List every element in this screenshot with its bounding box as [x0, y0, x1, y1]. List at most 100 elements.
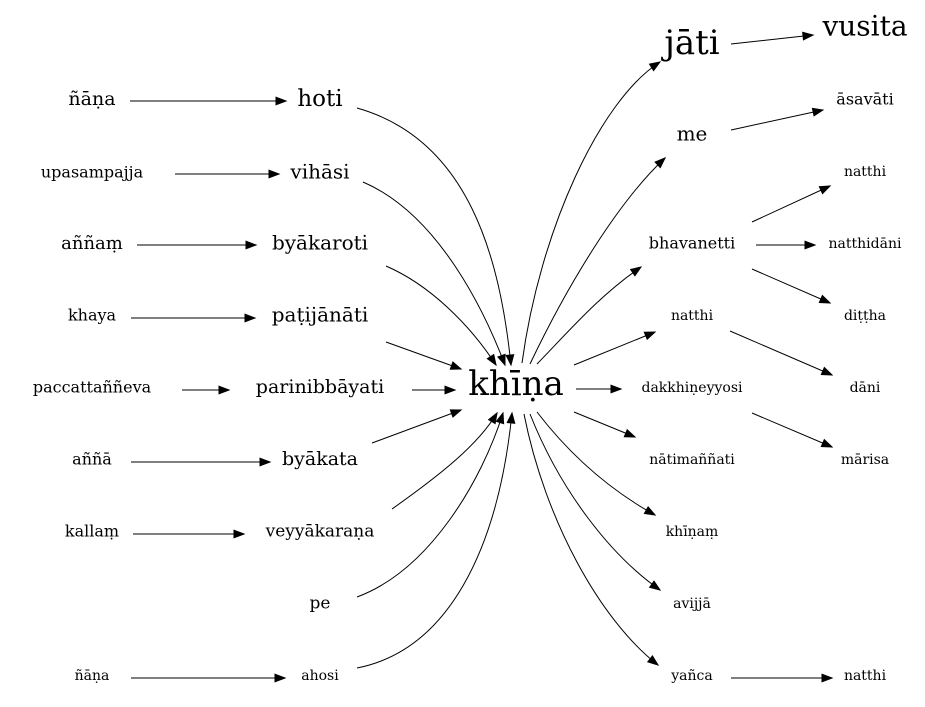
edge-khina-to-jati — [521, 61, 662, 364]
edge-khina-to-dakkhineyyosi-arrowhead — [610, 384, 623, 394]
edge-hoti-to-khina — [356, 107, 515, 367]
edge-khina-to-avijja — [529, 413, 662, 591]
edge-jati-to-vusita-arrowhead — [802, 31, 815, 41]
node-kallam: kallaṃ — [65, 522, 119, 541]
node-natimannati: nātimaññati — [649, 452, 735, 468]
edge-byakata-to-khina-line — [371, 409, 462, 444]
node-ahosi: ahosi — [301, 668, 339, 684]
edge-patijanati-to-khina-line — [385, 341, 462, 370]
edge-byakata-to-khina-arrowhead — [449, 409, 463, 418]
edge-anna-to-byakata-arrowhead — [259, 457, 272, 467]
node-pe: pe — [310, 594, 331, 614]
node-vihasi: vihāsi — [289, 160, 349, 184]
edge-me-to-asavati-arrowhead — [811, 107, 825, 117]
edge-parinibbayati-to-khina-arrowhead — [444, 385, 457, 395]
node-annam: aññaṃ — [61, 233, 123, 254]
node-asavati: āsavāti — [836, 90, 893, 109]
edge-yanca-to-natthi_c-arrowhead — [821, 673, 834, 683]
edge-khina-to-yanca-line — [523, 413, 659, 666]
edge-ahosi-to-khina-line — [356, 412, 513, 669]
edge-nana_top-to-hoti-arrowhead — [275, 96, 288, 106]
edge-me-to-asavati — [730, 107, 825, 131]
node-dittha: diṭṭha — [844, 308, 886, 324]
edge-byakaroti-to-khina-arrowhead — [486, 353, 497, 367]
node-yanca: yañca — [670, 668, 712, 684]
edge-khina-to-khinam-line — [536, 411, 656, 516]
node-veyyakarana: veyyākaraṇa — [265, 522, 375, 542]
node-nana-bottom: ñāṇa — [75, 668, 110, 684]
edge-upasampajja-to-vihasi — [175, 169, 281, 179]
node-byakaroti: byākaroti — [272, 231, 368, 255]
edge-khina-to-natimannati-line — [573, 411, 636, 438]
edge-jati-to-vusita — [730, 31, 815, 45]
edge-khina-to-me — [529, 157, 667, 365]
edge-paccattanneva-to-parinibbayati — [182, 385, 231, 395]
node-upasampajja: upasampajja — [41, 163, 144, 182]
edge-veyyakarana-to-khina-arrowhead — [487, 411, 498, 425]
edge-nana_bottom-to-ahosi — [131, 673, 287, 683]
edge-bhavanetti-to-natthidani — [756, 240, 817, 250]
edge-khaya-to-patijanati — [131, 313, 257, 323]
edge-khina-to-natthi_b — [573, 331, 657, 366]
edge-hoti-to-khina-arrowhead — [505, 354, 515, 367]
edge-khina-to-bhavanetti-line — [536, 266, 642, 365]
edge-me-to-asavati-line — [730, 109, 824, 131]
edge-khina-to-yanca-arrowhead — [646, 654, 660, 666]
node-byakata: byākata — [282, 448, 358, 470]
edge-khina-to-natimannati-arrowhead — [623, 428, 637, 438]
edge-dakkhineyyosi-to-marisa-arrowhead — [820, 438, 834, 448]
edge-anna-to-byakata — [131, 457, 272, 467]
edge-khina-to-avijja-line — [529, 413, 661, 591]
node-me: me — [677, 122, 708, 146]
edge-khina-to-natthi_b-line — [573, 331, 656, 366]
edge-natthi_b-to-dani-arrowhead — [820, 366, 834, 376]
edge-parinibbayati-to-khina — [412, 385, 457, 395]
edge-pe-to-khina — [356, 411, 505, 598]
node-anna: aññā — [72, 450, 112, 469]
edge-byakaroti-to-khina — [385, 265, 497, 367]
node-marisa: mārisa — [841, 452, 889, 468]
edge-bhavanetti-to-dittha — [751, 268, 832, 304]
edge-pe-to-khina-line — [356, 412, 504, 598]
edge-annam-to-byakaroti — [137, 240, 258, 250]
node-natthidani: natthidāni — [829, 236, 902, 252]
edge-ahosi-to-khina-arrowhead — [506, 411, 516, 424]
edge-khina-to-dakkhineyyosi — [576, 384, 623, 394]
edge-bhavanetti-to-natthi_a-arrowhead — [818, 185, 832, 195]
edge-veyyakarana-to-khina — [391, 411, 498, 510]
edge-jati-to-vusita-line — [730, 34, 814, 45]
edge-khina-to-natthi_b-arrowhead — [643, 331, 657, 341]
node-natthi-a: natthi — [844, 164, 887, 180]
node-jati: jāti — [660, 23, 719, 63]
edge-khina-to-avijja-arrowhead — [648, 580, 662, 591]
node-natthi-b: natthi — [671, 308, 714, 324]
edge-bhavanetti-to-dittha-line — [751, 268, 831, 304]
node-nana-top: ñāṇa — [68, 88, 115, 110]
node-patijanati: paṭijānāti — [272, 303, 369, 327]
edge-dakkhineyyosi-to-marisa-line — [751, 412, 833, 448]
edge-ahosi-to-khina — [356, 411, 516, 669]
edge-nana_bottom-to-ahosi-arrowhead — [274, 673, 287, 683]
edge-khina-to-khinam — [536, 411, 657, 516]
edge-bhavanetti-to-natthi_a — [751, 185, 832, 223]
edge-vihasi-to-khina-line — [362, 181, 506, 366]
edge-dakkhineyyosi-to-marisa — [751, 412, 834, 448]
edge-vihasi-to-khina-arrowhead — [497, 353, 506, 367]
edge-khina-to-jati-arrowhead — [648, 61, 662, 72]
edge-layer — [130, 31, 834, 683]
edge-khina-to-jati-line — [521, 61, 661, 364]
edge-patijanati-to-khina — [385, 341, 463, 370]
edge-khina-to-natimannati — [573, 411, 637, 438]
edge-veyyakarana-to-khina-line — [391, 412, 498, 510]
edge-bhavanetti-to-natthidani-arrowhead — [804, 240, 817, 250]
edge-khina-to-me-line — [529, 157, 666, 365]
edge-khina-to-bhavanetti-arrowhead — [629, 266, 643, 277]
edge-pe-to-khina-arrowhead — [495, 411, 505, 425]
edge-kallam-to-veyyakarana — [133, 529, 246, 539]
edge-khina-to-yanca — [523, 413, 660, 666]
edge-byakata-to-khina — [371, 409, 463, 444]
node-khina: khīṇa — [468, 364, 564, 404]
node-parinibbayati: parinibbāyati — [256, 376, 384, 398]
node-avijja: avijjā — [673, 596, 711, 612]
